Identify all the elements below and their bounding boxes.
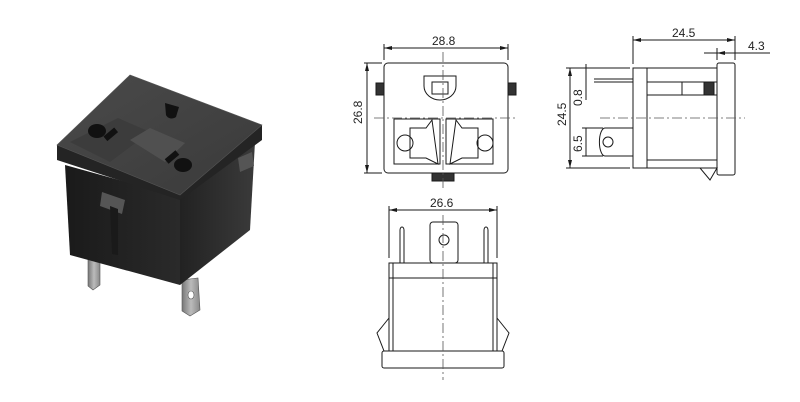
bottom-view	[376, 206, 510, 369]
socket-hole-left	[88, 124, 106, 138]
socket-hole-right	[174, 158, 192, 172]
bottom-width-dim: 26.6	[430, 196, 454, 210]
terminal-width-dim: 6.5	[571, 135, 585, 152]
latch-tab-front	[100, 192, 125, 214]
side-depth-dim: 24.5	[672, 26, 696, 40]
pin-thickness-dim: 0.8	[571, 89, 585, 106]
socket-body-side	[180, 142, 255, 285]
side-flange-dim: 4.3	[748, 39, 765, 53]
front-view	[364, 44, 517, 182]
latch-tab-side	[238, 152, 254, 172]
socket-ground-hole	[165, 103, 179, 119]
side-height-dim: 24.5	[555, 102, 569, 126]
side-view	[566, 36, 770, 181]
front-width-dim: 28.8	[432, 34, 456, 48]
front-height-dim: 26.8	[351, 100, 365, 124]
terminal-pin-right	[181, 277, 201, 317]
socket-body-front	[65, 165, 180, 285]
